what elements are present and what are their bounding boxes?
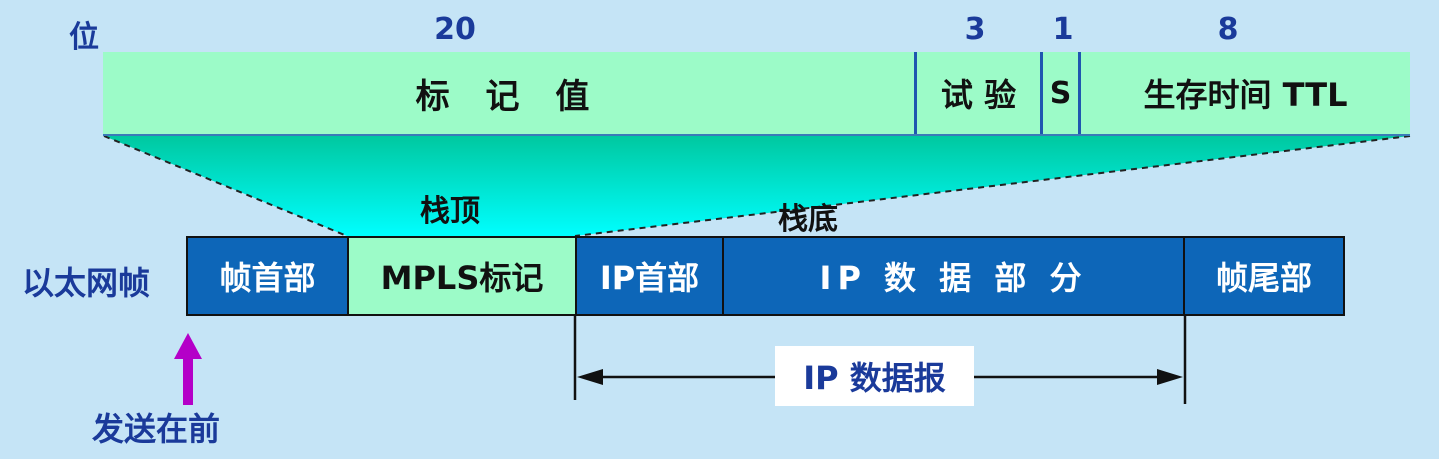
bit-width-label-value: 20 [434, 12, 476, 47]
stack-top-label: 栈顶 [420, 194, 480, 229]
label-value-text: 标 记 值 [415, 76, 602, 117]
ethernet-frame-label: 以太网帧 [22, 264, 151, 302]
experimental-field: 试 验 [917, 52, 1043, 134]
ip-header-cell: IP首部 [577, 238, 724, 314]
frame-trailer-cell: 帧尾部 [1185, 238, 1343, 314]
mpls-label-cell: MPLS标记 [349, 238, 577, 314]
mpls-label-field-bar: 标 记 值 试 验 S 生存时间 TTL [103, 52, 1410, 136]
bit-width-experimental: 3 [964, 12, 986, 47]
ethernet-frame: 帧首部 MPLS标记 IP首部 IP 数 据 部 分 帧尾部 [186, 236, 1345, 316]
datagram-arrow-head-left [577, 369, 603, 385]
ip-datagram-label: IP 数据报 [775, 346, 974, 406]
ttl-text: 生存时间 TTL [1143, 76, 1348, 114]
bit-unit-label: 位 [69, 20, 99, 55]
ttl-field: 生存时间 TTL [1081, 52, 1410, 134]
s-field: S [1043, 52, 1081, 134]
experimental-text: 试 验 [940, 76, 1017, 114]
projection-line-right [574, 135, 1411, 237]
send-first-arrow-head [174, 333, 202, 359]
stack-bottom-label: 栈底 [778, 202, 838, 237]
frame-header-cell: 帧首部 [188, 238, 349, 314]
datagram-arrow-head-right [1157, 369, 1183, 385]
bit-width-ttl: 8 [1217, 12, 1239, 47]
send-first-arrow-shaft [183, 357, 193, 405]
funnel-shape [104, 136, 1410, 236]
bit-width-s: 1 [1052, 12, 1074, 47]
ip-data-cell: IP 数 据 部 分 [724, 238, 1185, 314]
s-text: S [1049, 75, 1072, 111]
label-value-field: 标 记 值 [103, 52, 917, 134]
send-first-label: 发送在前 [92, 410, 221, 448]
